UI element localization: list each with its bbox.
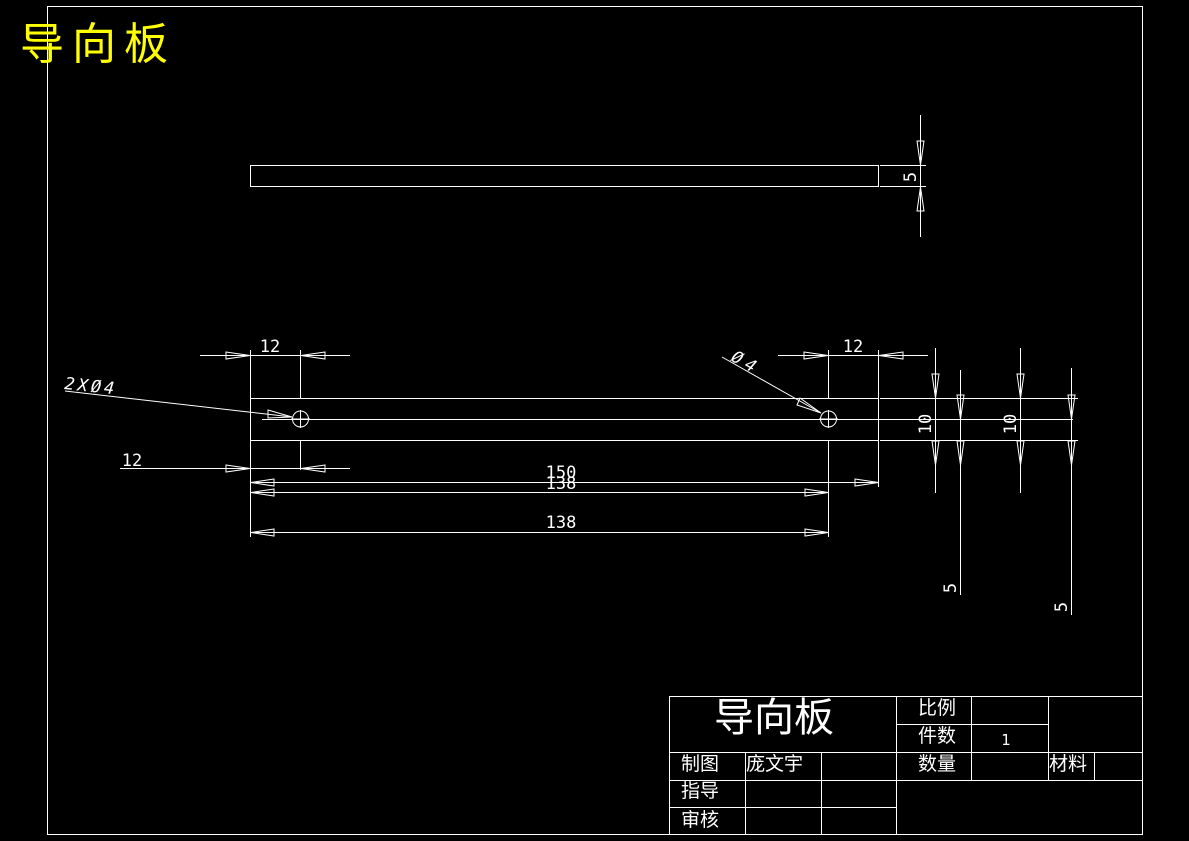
dim-12-bottom-left: 12 <box>122 451 142 471</box>
drawing-title: 导向板 <box>20 19 176 70</box>
dim-10-right: 10 <box>1001 414 1021 434</box>
side-view <box>250 115 926 237</box>
pieces-label: 件数 <box>918 725 956 747</box>
dim-150: 150 <box>546 463 577 483</box>
hole-leader-right <box>721 356 822 414</box>
pieces-value: 1 <box>1001 731 1011 749</box>
title-block <box>669 696 1143 835</box>
scale-label: 比例 <box>918 697 956 719</box>
front-view <box>64 348 1078 615</box>
dim-12-top-right: 12 <box>843 337 863 357</box>
dim-138-b: 138 <box>546 513 577 533</box>
dim-10-left: 10 <box>916 414 936 434</box>
dim-5-right: 5 <box>1052 602 1072 612</box>
review-label: 审核 <box>681 809 719 831</box>
drawing-border <box>47 6 1143 835</box>
dim-5-left: 5 <box>941 583 961 593</box>
title-block-name: 导向板 <box>714 695 834 741</box>
drawn-label: 制图 <box>681 753 719 775</box>
material-label: 材料 <box>1049 753 1087 775</box>
dim-12-top-left: 12 <box>260 337 280 357</box>
drawn-by: 庞文宇 <box>746 753 803 775</box>
hole-note-right: Ø4 <box>728 347 764 380</box>
dim-138-a: 138 <box>546 474 577 494</box>
hole-leader-left <box>64 390 293 418</box>
plate-side-outline <box>250 165 879 187</box>
hole-note-left: 2XØ4 <box>63 374 118 399</box>
guide-label: 指导 <box>681 780 719 802</box>
quantity-label: 数量 <box>918 753 956 775</box>
thickness-dim-text: 5 <box>901 172 921 182</box>
